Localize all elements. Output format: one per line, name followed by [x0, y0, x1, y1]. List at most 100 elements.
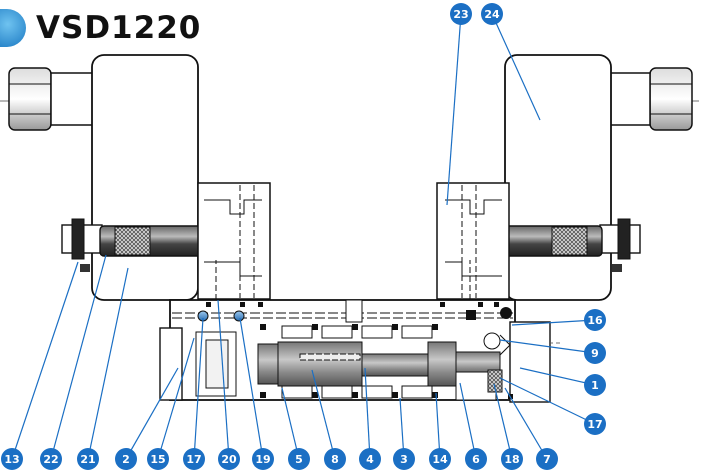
title-bullet-icon: [0, 9, 26, 47]
title-block: VSD1220: [0, 8, 201, 48]
callout-leader-9: [499, 339, 596, 354]
right-end-spring: [455, 307, 512, 401]
callout-markers: 23 24 16 9 1 17 13 22 21 2 15 17 20 19 5 8 4 3 14 6 18 7: [1, 3, 606, 470]
callout-badge: [501, 448, 523, 470]
callout-5: 5: [288, 448, 310, 470]
callout-number: 15: [150, 453, 165, 466]
top-plug: [345, 299, 363, 323]
callout-leader-7: [504, 387, 548, 460]
callout-8: 8: [324, 448, 346, 470]
callout-badge: [183, 448, 205, 470]
callout-17: 17: [584, 413, 606, 435]
lower-port-blocks: [281, 385, 433, 399]
callout-leader-22: [50, 254, 107, 460]
callout-4: 4: [359, 448, 381, 470]
callout-badge: [252, 448, 274, 470]
callout-leader-5: [281, 387, 300, 460]
callout-number: 6: [472, 453, 480, 466]
left-pilot-valve: [197, 182, 271, 300]
callout-number: 20: [221, 453, 237, 466]
callout-badge: [40, 448, 62, 470]
callout-leader-8: [311, 369, 336, 460]
main-spool: [257, 341, 501, 387]
left-end-piston: [195, 310, 245, 397]
callout-24: 24: [481, 3, 503, 25]
callout-number: 18: [504, 453, 519, 466]
callout-badge: [77, 448, 99, 470]
callout-number: 19: [255, 453, 270, 466]
callout-2: 2: [115, 448, 137, 470]
callout-number: 9: [591, 347, 599, 360]
right-manual-override: [599, 218, 641, 272]
callout-leader-15: [157, 337, 195, 460]
callout-number: 7: [543, 453, 551, 466]
callout-22: 22: [40, 448, 62, 470]
callout-badge: [288, 448, 310, 470]
callout-leaders: [11, 13, 596, 460]
callout-leader-14: [435, 392, 441, 460]
callout-badge: [584, 342, 606, 364]
callout-number: 21: [80, 453, 95, 466]
callout-badge: [481, 3, 503, 25]
callout-number: 4: [366, 453, 374, 466]
callout-leader-18: [493, 383, 513, 460]
callout-badge: [429, 448, 451, 470]
diagram-title: VSD1220: [36, 10, 202, 46]
callout-leader-1: [519, 367, 596, 386]
callout-badge: [584, 309, 606, 331]
callout-number: 22: [43, 453, 58, 466]
callout-17: 17: [183, 448, 205, 470]
callout-badge: [359, 448, 381, 470]
callout-6: 6: [465, 448, 487, 470]
callout-13: 13: [1, 448, 23, 470]
callout-badge: [324, 448, 346, 470]
callout-leader-20: [217, 299, 230, 460]
left-manual-override: [61, 218, 103, 272]
callout-leader-23: [446, 13, 462, 206]
right-solenoid: [436, 54, 693, 301]
callout-leader-17: [193, 317, 204, 460]
callout-number: 24: [484, 8, 500, 21]
callout-badge: [1, 448, 23, 470]
callout-number: 5: [295, 453, 303, 466]
callout-7: 7: [536, 448, 558, 470]
callout-number: 8: [331, 453, 339, 466]
callout-19: 19: [252, 448, 274, 470]
left-coil-housing: [91, 54, 199, 301]
body-seals: [206, 302, 513, 399]
callout-number: 2: [122, 453, 130, 466]
right-coil-housing: [504, 54, 612, 301]
callout-number: 23: [453, 8, 468, 21]
callout-leader-4: [364, 367, 371, 460]
callout-badge: [147, 448, 169, 470]
callout-14: 14: [429, 448, 451, 470]
left-cable-gland: [8, 67, 94, 131]
callout-16: 16: [584, 309, 606, 331]
callout-leader-24: [491, 13, 541, 121]
callout-3: 3: [393, 448, 415, 470]
callout-leader-16: [511, 319, 596, 326]
callout-leader-21: [87, 267, 129, 460]
callout-number: 17: [587, 418, 602, 431]
callout-badge: [536, 448, 558, 470]
right-pilot-valve: [436, 182, 510, 300]
callout-23: 23: [450, 3, 472, 25]
callout-badge: [584, 374, 606, 396]
callout-number: 3: [400, 453, 408, 466]
callout-21: 21: [77, 448, 99, 470]
callout-18: 18: [501, 448, 523, 470]
callout-9: 9: [584, 342, 606, 364]
callout-leader-19: [239, 317, 264, 460]
callout-badge: [218, 448, 240, 470]
callout-15: 15: [147, 448, 169, 470]
callout-badge: [584, 413, 606, 435]
callout-number: 1: [591, 379, 599, 392]
callout-number: 16: [587, 314, 603, 327]
callout-badge: [465, 448, 487, 470]
callout-number: 14: [432, 453, 448, 466]
callout-1: 1: [584, 374, 606, 396]
callout-20: 20: [218, 448, 240, 470]
right-cable-gland: [607, 67, 693, 131]
callout-badge: [115, 448, 137, 470]
